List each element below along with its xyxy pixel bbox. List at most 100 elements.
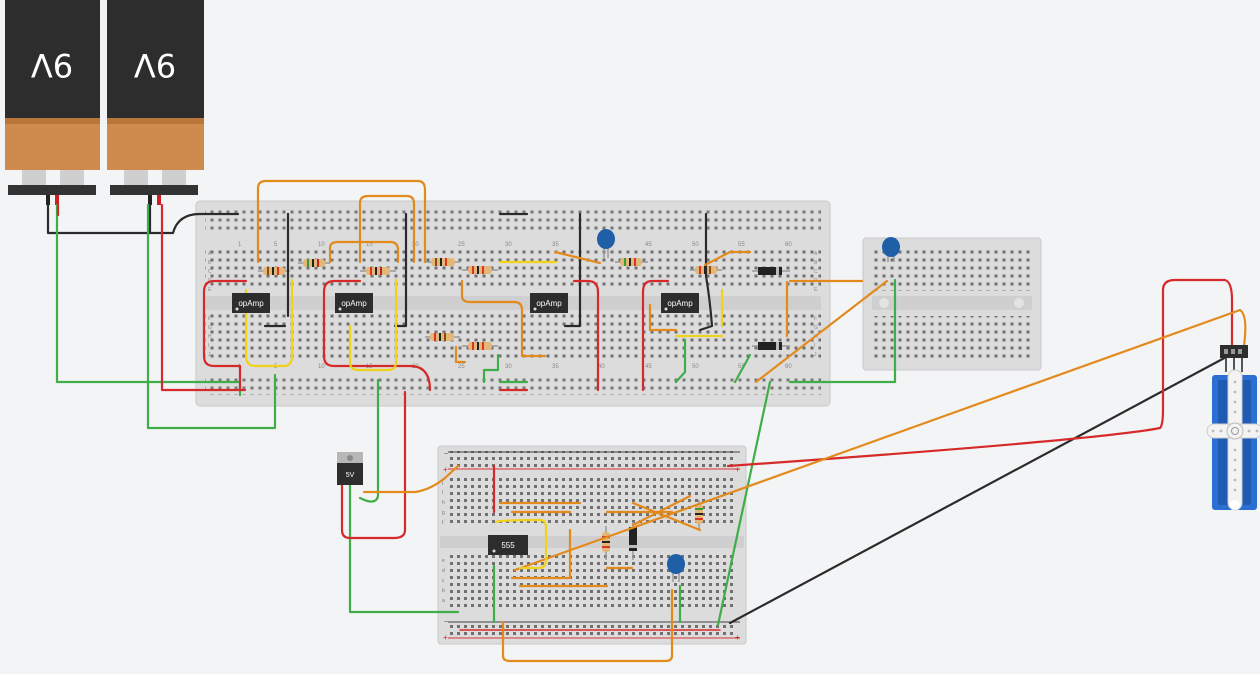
svg-text:F: F bbox=[814, 316, 817, 322]
opamp-chip-2[interactable]: opAmp bbox=[335, 293, 373, 313]
chip-label: opAmp bbox=[341, 299, 367, 308]
voltage-regulator[interactable]: 5V bbox=[337, 452, 363, 485]
wire-red bbox=[340, 390, 407, 540]
svg-text:30: 30 bbox=[505, 364, 512, 370]
svg-text:a: a bbox=[442, 598, 445, 604]
terminal-strip-top[interactable] bbox=[205, 246, 821, 290]
wire-orange bbox=[513, 308, 1247, 572]
terminal-strip-bottom[interactable] bbox=[205, 314, 821, 358]
resistor[interactable] bbox=[615, 258, 648, 266]
svg-text:35: 35 bbox=[552, 242, 559, 248]
resistor[interactable] bbox=[462, 342, 498, 350]
wire-orange bbox=[553, 250, 602, 265]
battery-label: 9V bbox=[134, 46, 176, 84]
svg-text:25: 25 bbox=[458, 242, 465, 248]
wire-green bbox=[788, 278, 897, 384]
wire-orange bbox=[460, 279, 547, 358]
wire-red bbox=[641, 279, 670, 392]
svg-text:10: 10 bbox=[318, 364, 325, 370]
lower-breadboard[interactable]: − + + − + + j i h g f e d c b a bbox=[437, 445, 747, 645]
wire-green bbox=[674, 338, 687, 384]
svg-text:20: 20 bbox=[412, 242, 419, 248]
svg-text:45: 45 bbox=[645, 242, 652, 248]
svg-text:40: 40 bbox=[598, 364, 605, 370]
svg-text:j: j bbox=[441, 480, 443, 486]
svg-text:10: 10 bbox=[318, 242, 325, 248]
wire-orange bbox=[328, 240, 400, 264]
svg-text:60: 60 bbox=[785, 242, 792, 248]
wire-orange bbox=[631, 501, 702, 532]
wire-yellow bbox=[244, 278, 294, 368]
diode[interactable] bbox=[752, 267, 790, 275]
wire-orange bbox=[703, 250, 752, 267]
resistor[interactable] bbox=[298, 259, 330, 267]
wire-orange bbox=[631, 494, 692, 527]
battery-label: 9V bbox=[31, 46, 73, 84]
timer-555-chip[interactable]: 555 bbox=[488, 535, 528, 555]
svg-text:B: B bbox=[208, 260, 212, 266]
power-rail-bottom[interactable] bbox=[205, 375, 821, 395]
svg-text:H: H bbox=[208, 334, 212, 340]
chip-label: opAmp bbox=[238, 299, 264, 308]
svg-text:30: 30 bbox=[505, 242, 512, 248]
resistors[interactable] bbox=[258, 258, 722, 350]
svg-text:C: C bbox=[814, 269, 818, 275]
wires[interactable] bbox=[46, 179, 1247, 663]
battery-2[interactable]: 9V bbox=[107, 0, 204, 205]
svg-text:J: J bbox=[814, 352, 817, 358]
svg-text:e: e bbox=[442, 558, 445, 564]
capacitor[interactable] bbox=[667, 554, 685, 582]
wire-green bbox=[358, 378, 380, 503]
wire-orange bbox=[454, 345, 467, 364]
opamp-chip-3[interactable]: opAmp bbox=[530, 293, 568, 313]
svg-text:E: E bbox=[814, 287, 818, 293]
svg-text:c: c bbox=[442, 578, 445, 584]
svg-text:55: 55 bbox=[738, 242, 745, 248]
row-letters: j i h g f e d c b a bbox=[441, 480, 445, 604]
wire-orange bbox=[754, 279, 889, 384]
svg-text:45: 45 bbox=[645, 364, 652, 370]
svg-text:50: 50 bbox=[692, 242, 699, 248]
mini-breadboard[interactable] bbox=[862, 237, 1042, 371]
svg-text:50: 50 bbox=[692, 364, 699, 370]
wire-black bbox=[563, 212, 582, 328]
capacitor[interactable] bbox=[597, 229, 615, 258]
servo-motor[interactable] bbox=[1206, 345, 1260, 511]
wire-red bbox=[202, 279, 248, 392]
svg-text:I: I bbox=[814, 343, 815, 349]
resistor[interactable] bbox=[258, 267, 290, 275]
opamp-chip-1[interactable]: opAmp bbox=[232, 293, 270, 313]
svg-text:F: F bbox=[208, 316, 211, 322]
wire-orange bbox=[256, 179, 427, 264]
svg-text:G: G bbox=[814, 325, 818, 331]
rail-minus-label: − bbox=[444, 451, 448, 458]
wire-red bbox=[160, 203, 247, 392]
wire-yellow bbox=[494, 518, 548, 570]
battery-1[interactable]: 9V bbox=[5, 0, 100, 205]
regulator-label: 5V bbox=[346, 472, 355, 479]
resistor[interactable] bbox=[462, 266, 498, 274]
svg-text:A: A bbox=[208, 251, 212, 257]
resistor[interactable] bbox=[425, 333, 460, 341]
wire-green bbox=[146, 203, 277, 430]
opamp-chip-4[interactable]: opAmp bbox=[661, 293, 699, 313]
svg-text:C: C bbox=[208, 269, 212, 275]
svg-text:E: E bbox=[208, 287, 212, 293]
resistor[interactable] bbox=[360, 267, 396, 275]
svg-text:55: 55 bbox=[738, 364, 745, 370]
svg-text:f: f bbox=[442, 520, 444, 526]
svg-text:1: 1 bbox=[238, 242, 242, 248]
wire-orange bbox=[362, 464, 460, 494]
capacitor[interactable] bbox=[882, 237, 900, 262]
svg-text:+: + bbox=[443, 633, 448, 642]
wire-green bbox=[482, 353, 500, 384]
svg-text:g: g bbox=[442, 510, 445, 516]
svg-text:5: 5 bbox=[274, 242, 278, 248]
wire-red bbox=[322, 279, 432, 392]
wire-orange bbox=[510, 528, 572, 580]
resistor[interactable] bbox=[426, 258, 460, 266]
diode[interactable] bbox=[752, 342, 790, 350]
wire-orange bbox=[501, 588, 674, 663]
wire-green bbox=[733, 353, 752, 384]
